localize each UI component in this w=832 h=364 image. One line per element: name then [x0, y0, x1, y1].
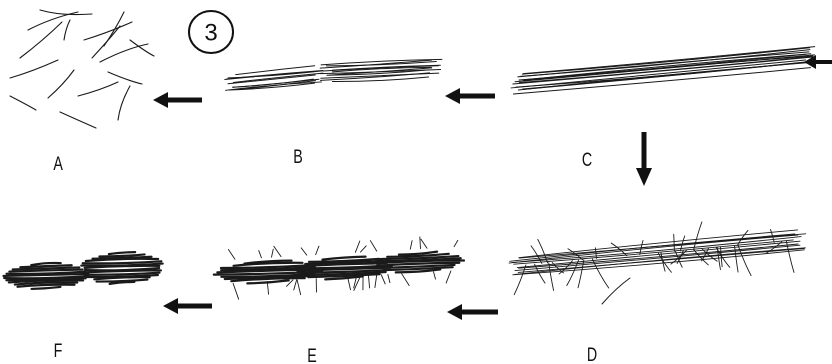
- fray-strand: [368, 276, 369, 288]
- fiber-strand: [64, 20, 70, 40]
- fiber-strand: [60, 112, 96, 128]
- fray-strand: [259, 251, 262, 258]
- fray-strand: [316, 246, 319, 254]
- fray-strand: [375, 275, 377, 287]
- bundle-strand: [519, 57, 811, 83]
- fray-strand: [410, 241, 412, 250]
- dense-strand: [83, 261, 162, 263]
- figure-number: 3: [204, 20, 217, 47]
- bundle-strand: [515, 55, 814, 82]
- label-e: E: [307, 345, 317, 364]
- fiber-strand: [78, 82, 118, 96]
- fray-strand: [297, 280, 301, 295]
- fiber-strand: [108, 72, 142, 84]
- figure-number-badge: 3: [189, 11, 233, 53]
- label-f: F: [54, 340, 63, 361]
- fray-strand: [274, 246, 281, 256]
- arrow-c-to-b: [445, 88, 495, 104]
- fray-strand: [388, 274, 390, 282]
- panel-f-condensed-pair: [3, 252, 162, 289]
- label-b: B: [293, 146, 303, 167]
- panel-d-frayed-bundle: [509, 222, 806, 304]
- fray-strand: [294, 280, 297, 290]
- dense-strand: [85, 266, 160, 268]
- dense-strand: [32, 287, 61, 289]
- dense-strand: [99, 254, 144, 256]
- fiber-strand: [48, 70, 74, 98]
- fray-strand: [301, 248, 307, 255]
- fray-strand: [421, 239, 427, 248]
- label-c: C: [582, 149, 592, 170]
- dense-strand: [97, 280, 148, 282]
- fiber-strand: [118, 86, 130, 120]
- arrow-b-to-a: [153, 92, 202, 108]
- branch-strand: [602, 278, 630, 304]
- fray-strand: [233, 283, 239, 299]
- branch-strand: [514, 265, 526, 295]
- dense-strand: [247, 280, 288, 283]
- fiber-strand: [84, 22, 132, 40]
- branch-strand: [661, 253, 665, 272]
- arrow-d-to-e: [447, 304, 498, 320]
- panel-a-dispersed-fibers: [10, 10, 154, 128]
- dense-strand: [17, 285, 74, 287]
- arrow-c-to-d: [636, 132, 652, 186]
- fray-strand: [228, 249, 235, 259]
- fray-strand: [434, 272, 436, 279]
- panel-b-split-bundles: [225, 59, 442, 90]
- fray-strand: [381, 275, 385, 284]
- fray-strand: [402, 274, 409, 286]
- fiber-strand: [100, 44, 148, 62]
- panel-e-beaded-bundle: [214, 237, 464, 299]
- fiber-strand: [20, 22, 62, 58]
- fray-strand: [446, 271, 451, 283]
- fiber-strand: [10, 96, 36, 110]
- fray-strand: [454, 240, 458, 246]
- label-d: D: [587, 344, 597, 364]
- dense-strand: [109, 252, 135, 254]
- fray-strand: [355, 241, 359, 252]
- fray-strand: [370, 241, 376, 252]
- panel-c-intact-bundle: [511, 47, 815, 94]
- dense-strand: [86, 259, 158, 261]
- arrow-e-to-f: [163, 298, 212, 314]
- label-a: A: [53, 153, 63, 174]
- fiber-strand: [92, 26, 120, 58]
- fiber-strand: [10, 60, 58, 78]
- fray-strand: [420, 237, 421, 249]
- fray-strand: [272, 249, 274, 257]
- branch-strand: [694, 222, 702, 250]
- fray-strand: [360, 246, 366, 252]
- fiber-strand: [40, 10, 92, 15]
